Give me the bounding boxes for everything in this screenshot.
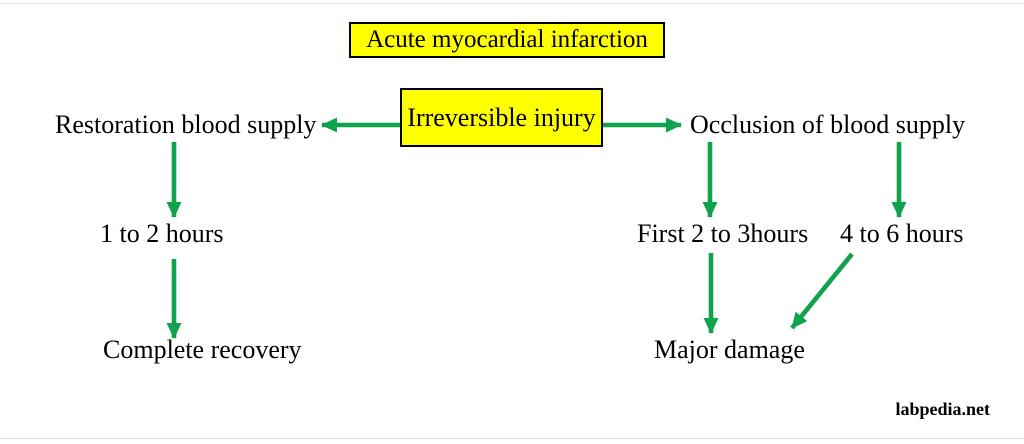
center-node-label: Irreversible injury	[407, 102, 596, 132]
center-node-box: Irreversible injury	[400, 88, 603, 147]
node-4-to-6-hours: 4 to 6 hours	[840, 219, 964, 248]
node-complete-recovery: Complete recovery	[103, 335, 302, 364]
arrow-4to6hours-to-majordamage	[790, 252, 854, 330]
title-box: Acute myocardial infarction	[349, 22, 665, 58]
bottom-border-line	[0, 438, 1024, 439]
top-border-line	[0, 3, 1024, 4]
node-restoration-blood-supply: Restoration blood supply	[55, 110, 317, 139]
node-first-2-to-3-hours: First 2 to 3hours	[637, 219, 809, 248]
diagram-title: Acute myocardial infarction	[366, 26, 648, 53]
node-occlusion-blood-supply: Occlusion of blood supply	[690, 110, 966, 139]
watermark-labpedia: labpedia.net	[895, 399, 990, 419]
node-1-to-2-hours: 1 to 2 hours	[100, 219, 224, 248]
node-major-damage: Major damage	[654, 335, 805, 364]
